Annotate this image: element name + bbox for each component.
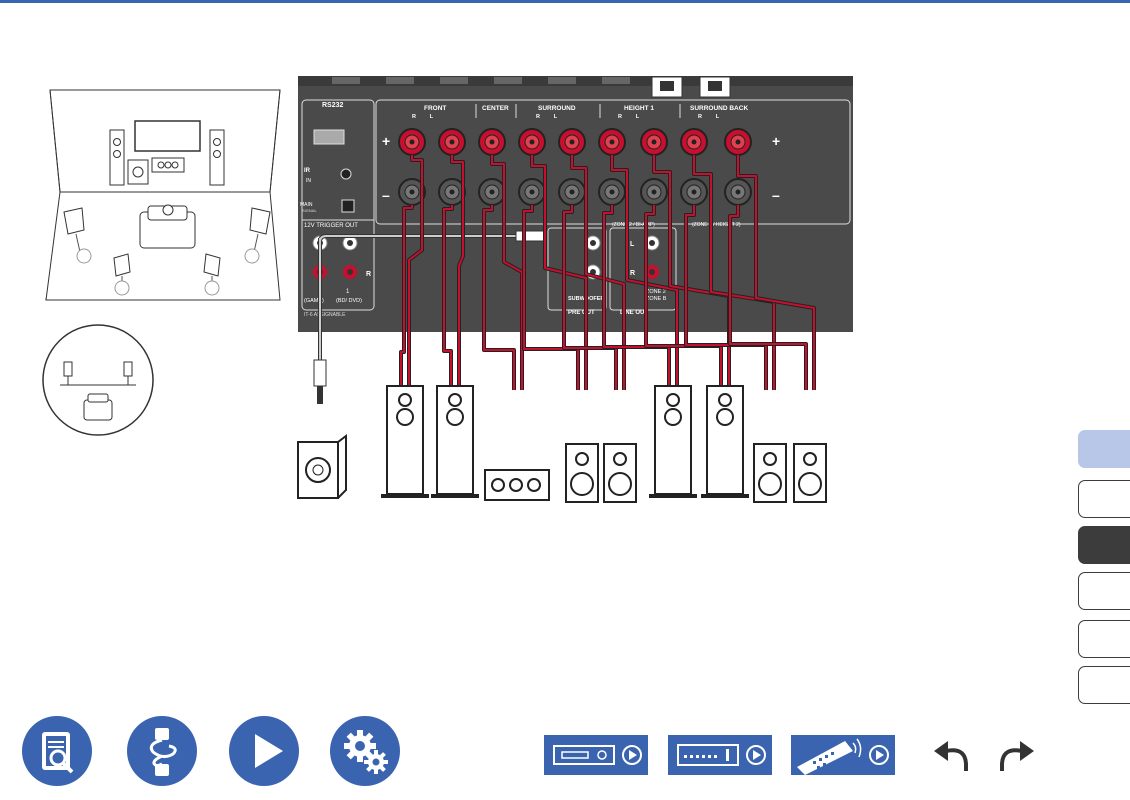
label-plus-left: + bbox=[382, 133, 390, 149]
label-rs232: RS232 bbox=[322, 102, 344, 109]
connection-icon bbox=[149, 728, 177, 776]
label-minus-left: – bbox=[382, 187, 390, 203]
side-tab-3[interactable] bbox=[1078, 526, 1130, 564]
settings-icon bbox=[344, 730, 388, 774]
label-height1-channels: R L bbox=[618, 114, 640, 120]
remote-button[interactable] bbox=[791, 735, 895, 775]
label-pre-out: PRE OUT bbox=[568, 310, 595, 316]
side-tab-6[interactable] bbox=[1078, 666, 1130, 704]
surround-back-left-speaker bbox=[793, 443, 827, 503]
label-ir: IR bbox=[304, 168, 311, 174]
center-speaker bbox=[484, 469, 550, 501]
label-center: CENTER bbox=[482, 105, 509, 112]
speaker-terminal-2 bbox=[438, 128, 466, 206]
redo-icon bbox=[1000, 741, 1034, 771]
remote-icon bbox=[797, 738, 889, 775]
label-surround-channels: R L bbox=[536, 114, 558, 120]
label-height2: (ZONE 2 / HEIGHT 2) bbox=[692, 222, 741, 228]
label-zone-r: R bbox=[630, 270, 635, 277]
label-zone-l: L bbox=[630, 241, 635, 248]
front-left-speaker bbox=[431, 385, 479, 498]
label-input-bd: (BD/ DVD) bbox=[336, 298, 362, 304]
surround-left-speaker bbox=[603, 443, 637, 503]
label-main: MAIN bbox=[300, 202, 313, 208]
side-tab-2[interactable] bbox=[1078, 480, 1130, 518]
front-right-speaker bbox=[381, 385, 429, 498]
height-left-speaker bbox=[701, 385, 749, 498]
label-trigger-out: 12V TRIGGER OUT bbox=[304, 223, 358, 229]
speaker-terminal-8 bbox=[680, 128, 708, 206]
playback-icon bbox=[255, 734, 283, 768]
rear-panel-icon bbox=[677, 744, 766, 766]
label-assignable: IT-6 ASSIGNABLE bbox=[304, 312, 346, 318]
top-rule bbox=[0, 0, 1130, 3]
side-tab-4[interactable] bbox=[1078, 572, 1130, 610]
subwoofer-speaker bbox=[297, 434, 347, 499]
label-signal: SIGNAL bbox=[302, 208, 317, 213]
rear-panel-button[interactable] bbox=[668, 735, 772, 775]
front-panel-button[interactable] bbox=[544, 735, 648, 775]
side-tab-1[interactable] bbox=[1078, 430, 1130, 468]
speaker-terminal-9 bbox=[724, 128, 752, 206]
manual-icon bbox=[42, 732, 74, 774]
playback-button[interactable] bbox=[229, 716, 299, 786]
label-front: FRONT bbox=[424, 105, 446, 112]
room-layout-diagram bbox=[42, 89, 281, 436]
label-bi-amp: (ZONE 2 / BI-AMP) bbox=[612, 222, 655, 228]
undo-button[interactable] bbox=[932, 735, 974, 777]
surround-back-right-speaker bbox=[753, 443, 787, 503]
settings-button[interactable] bbox=[330, 716, 400, 786]
front-panel-icon bbox=[553, 745, 642, 765]
redo-button[interactable] bbox=[994, 735, 1036, 777]
label-surround-back: SURROUND BACK bbox=[690, 105, 748, 112]
speaker-connection-diagram: RS232 IR IN MAIN SIGNAL 12V TRIGGER OUT … bbox=[297, 76, 853, 503]
label-input-r: R bbox=[366, 271, 371, 278]
label-height1: HEIGHT 1 bbox=[624, 105, 654, 112]
manual-button[interactable] bbox=[22, 716, 92, 786]
speaker-terminal-3 bbox=[478, 128, 506, 206]
label-minus-right: – bbox=[772, 187, 780, 203]
label-zoneb: ZONE B bbox=[646, 296, 667, 302]
label-plus-right: + bbox=[772, 133, 780, 149]
label-surround: SURROUND bbox=[538, 105, 576, 112]
side-tab-5[interactable] bbox=[1078, 620, 1130, 658]
label-zone2: ZONE 2 bbox=[646, 289, 666, 295]
connection-button[interactable] bbox=[127, 716, 197, 786]
label-line-out: LINE OUT bbox=[620, 310, 648, 316]
label-front-channels: R L bbox=[412, 114, 434, 120]
label-input-game: (GAME) bbox=[304, 298, 324, 304]
surround-right-speaker bbox=[565, 443, 599, 503]
label-surround-back-channels: R L bbox=[698, 114, 720, 120]
undo-icon bbox=[934, 741, 968, 771]
speaker-terminal-1 bbox=[398, 128, 426, 206]
label-input-1: 1 bbox=[346, 289, 350, 295]
label-ir-in: IN bbox=[306, 178, 311, 184]
height-right-speaker bbox=[649, 385, 697, 498]
